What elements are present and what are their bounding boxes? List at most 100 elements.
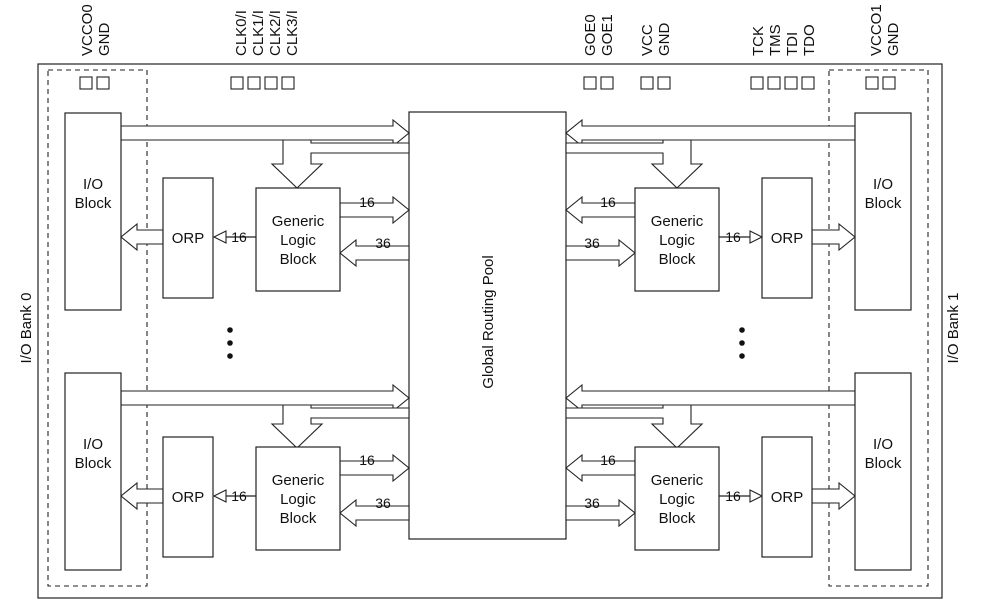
generic-logic-block-left xyxy=(255,446,341,551)
glb-to-grp-arrow-left-1 xyxy=(339,453,410,483)
bus-width-36-right: 36 xyxy=(584,235,600,251)
generic-logic-block-left-label-line: Block xyxy=(280,510,317,527)
pin-label-tdi: TDI xyxy=(784,32,801,56)
generic-logic-block-left-label-line: Logic xyxy=(280,232,316,249)
bus-width-16-orp-left: 16 xyxy=(231,488,247,504)
bus-arrows xyxy=(120,118,856,528)
pin-label-clk0: CLK0/I xyxy=(233,10,250,56)
pin-labels: VCCO0 GND CLK0/I CLK1/I CLK2/I CLK3/I GO… xyxy=(79,4,902,56)
generic-logic-block-right-label-line: Block xyxy=(659,510,696,527)
orp-to-io-arrow-right-0 xyxy=(811,222,856,252)
generic-logic-block-left xyxy=(255,187,341,292)
bus-width-16-left: 16 xyxy=(359,452,375,468)
pin-square xyxy=(583,76,597,90)
glb-input-merge-right-1 xyxy=(565,404,704,449)
orp-to-io-arrow-right-1 xyxy=(811,481,856,511)
grp-to-glb-arrow-right-1 xyxy=(565,498,636,528)
io-block-right-label-line: Block xyxy=(865,195,902,212)
orp-left xyxy=(162,436,214,558)
io-block-right xyxy=(854,372,912,571)
io-to-grp-bus-left-1 xyxy=(120,383,410,413)
pin-square xyxy=(230,76,244,90)
io-block-right-label-line: I/O xyxy=(873,436,893,453)
pin-square xyxy=(750,76,764,90)
pin-square xyxy=(767,76,781,90)
glb-to-orp-head-right xyxy=(749,230,764,244)
generic-logic-block-left-label-line: Generic xyxy=(272,213,325,230)
bus-width-16-orp-right: 16 xyxy=(725,229,741,245)
continuation-dot xyxy=(227,327,233,333)
pin-square xyxy=(784,76,798,90)
io-bank-0-label: I/O Bank 0 xyxy=(18,293,35,364)
pin-label-vcc: VCC xyxy=(639,24,656,56)
io-block-left xyxy=(64,112,122,311)
generic-logic-block-right-label-line: Logic xyxy=(659,232,695,249)
orp-right-label-line: ORP xyxy=(771,230,804,247)
orp-right xyxy=(761,436,813,558)
pin-square xyxy=(247,76,261,90)
generic-logic-block-left-label-line: Block xyxy=(280,251,317,268)
bus-width-36-left: 36 xyxy=(375,235,391,251)
io-block-left xyxy=(64,372,122,571)
orp-left-label-line: ORP xyxy=(172,489,205,506)
glb-to-orp-head-left xyxy=(212,489,227,503)
pin-label-vcco0: VCCO0 xyxy=(79,4,96,56)
pin-label-clk1: CLK1/I xyxy=(250,10,267,56)
glb-input-merge-right-0 xyxy=(565,139,704,189)
continuation-dots-left xyxy=(227,327,233,359)
io-block-right xyxy=(854,112,912,311)
io-block-left-label-line: I/O xyxy=(83,176,103,193)
pin-label-clk3: CLK3/I xyxy=(284,10,301,56)
pin-label-gnd-mid: GND xyxy=(656,23,673,57)
grp-to-glb-arrow-right-0 xyxy=(565,238,636,268)
bus-width-16-orp-right: 16 xyxy=(725,488,741,504)
continuation-dot xyxy=(227,340,233,346)
generic-logic-block-right-label-line: Generic xyxy=(651,472,704,489)
pin-square xyxy=(801,76,815,90)
io-bank-1-label: I/O Bank 1 xyxy=(945,293,962,364)
glb-to-orp-head-right xyxy=(749,489,764,503)
device-outline xyxy=(37,63,943,599)
io-bank-1-region xyxy=(828,69,929,587)
continuation-dot xyxy=(739,340,745,346)
pin-label-goe0: GOE0 xyxy=(582,14,599,56)
generic-logic-block-right-label-line: Generic xyxy=(651,213,704,230)
generic-logic-block-left-label-line: Generic xyxy=(272,472,325,489)
io-block-left-label-line: Block xyxy=(75,455,112,472)
pin-label-gnd-left: GND xyxy=(96,23,113,57)
bus-width-16-left: 16 xyxy=(359,194,375,210)
pin-label-gnd-right: GND xyxy=(885,23,902,57)
io-block-right-label-line: Block xyxy=(865,455,902,472)
generic-logic-block-right xyxy=(634,187,720,292)
glb-to-grp-arrow-right-0 xyxy=(565,195,636,225)
continuation-dot xyxy=(739,353,745,359)
continuation-dots-right xyxy=(739,327,745,359)
pin-square xyxy=(657,76,671,90)
pin-label-goe1: GOE1 xyxy=(599,14,616,56)
io-to-grp-bus-right-1 xyxy=(565,383,856,413)
glb-input-merge-left-0 xyxy=(270,139,410,189)
pin-square xyxy=(79,76,93,90)
bus-width-36-right: 36 xyxy=(584,495,600,511)
io-block-right-label-line: I/O xyxy=(873,176,893,193)
io-block-left-label-line: I/O xyxy=(83,436,103,453)
glb-to-grp-arrow-right-1 xyxy=(565,453,636,483)
generic-logic-block-right-label-line: Block xyxy=(659,251,696,268)
continuation-dot xyxy=(739,327,745,333)
pin-square xyxy=(882,76,896,90)
pin-square xyxy=(640,76,654,90)
io-to-grp-bus-right-0 xyxy=(565,118,856,148)
pin-squares xyxy=(79,76,896,90)
io-to-grp-bus-left-0 xyxy=(120,118,410,148)
global-routing-pool-label: Global Routing Pool xyxy=(480,255,497,388)
pin-square xyxy=(264,76,278,90)
pin-square xyxy=(96,76,110,90)
grp-to-glb-arrow-left-1 xyxy=(339,498,410,528)
pin-label-tdo: TDO xyxy=(801,24,818,56)
orp-left xyxy=(162,177,214,299)
glb-input-merge-left-1 xyxy=(270,404,410,449)
global-routing-pool xyxy=(408,111,567,540)
orp-right xyxy=(761,177,813,299)
pin-square xyxy=(281,76,295,90)
